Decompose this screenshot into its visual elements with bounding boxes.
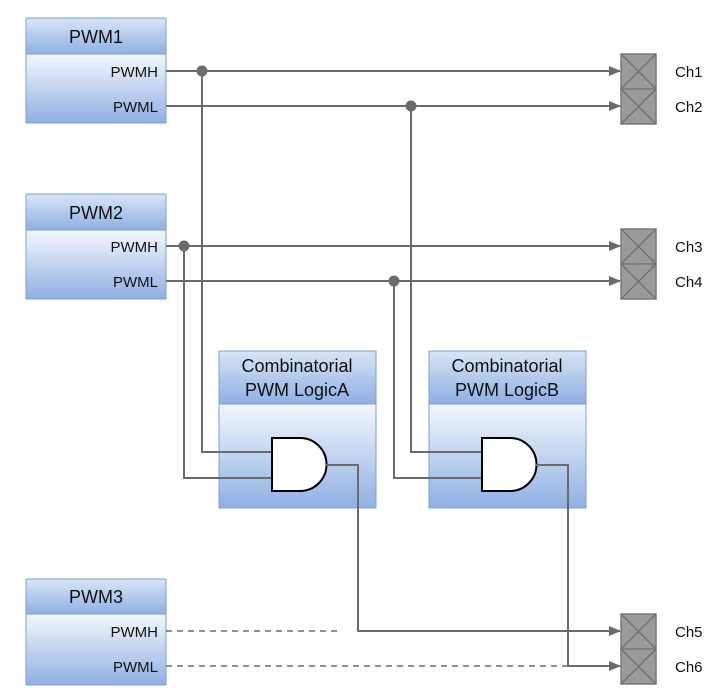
- ch2-label: Ch2: [675, 99, 703, 116]
- pwm2-block: PWM2 PWMH PWML: [25, 193, 167, 300]
- pwm3-pwmh-label: PWMH: [111, 624, 159, 641]
- pin-ch6-icon: [620, 648, 657, 685]
- pwm1-pwmh-label: PWMH: [111, 64, 159, 81]
- ch4-label: Ch4: [675, 274, 703, 291]
- wire-pwm1h-to-logic-a: [201, 71, 272, 453]
- ch3-label: Ch3: [675, 239, 703, 256]
- pwm1-title: PWM1: [69, 27, 123, 47]
- logic-a-title-line1: Combinatorial: [241, 356, 352, 376]
- pwm3-pwml-label: PWML: [113, 659, 158, 676]
- pwm1-block: PWM1 PWMH PWML: [25, 17, 167, 124]
- and-gate-a-icon: [271, 437, 328, 492]
- pwm2-title: PWM2: [69, 203, 123, 223]
- junction-dot: [178, 240, 190, 252]
- wire-logic-b-to-ch6: [536, 464, 621, 671]
- and-gate-b-icon: [481, 437, 538, 492]
- ch5-label: Ch5: [675, 624, 703, 641]
- output-pins: [620, 53, 657, 685]
- pwm2-pwml-label: PWML: [113, 274, 158, 291]
- pin-ch1-icon: [620, 53, 657, 90]
- logic-a-title-line2: PWM LogicA: [245, 380, 349, 400]
- pin-ch3-icon: [620, 228, 657, 265]
- junction-dot: [405, 100, 417, 112]
- junction-dot: [388, 275, 400, 287]
- pin-ch4-icon: [620, 263, 657, 300]
- logic-b-block: Combinatorial PWM LogicB: [428, 350, 587, 509]
- logic-b-title-line1: Combinatorial: [451, 356, 562, 376]
- ch1-label: Ch1: [675, 64, 703, 81]
- wire-pwm2l-to-logic-b: [393, 281, 482, 479]
- pin-ch2-icon: [620, 88, 657, 125]
- pwm2-pwmh-label: PWMH: [111, 239, 159, 256]
- wire-logic-a-to-ch5: [326, 464, 621, 636]
- pin-ch5-icon: [620, 613, 657, 650]
- pwm3-title: PWM3: [69, 587, 123, 607]
- ch6-label: Ch6: [675, 659, 703, 676]
- pwm3-block: PWM3 PWMH PWML: [25, 578, 167, 686]
- wire-pwm1l-to-logic-b: [410, 106, 482, 453]
- junction-dot: [196, 65, 208, 77]
- logic-b-title-line2: PWM LogicB: [455, 380, 559, 400]
- pwm1-pwml-label: PWML: [113, 99, 158, 116]
- wire-pwm2h-to-logic-a: [183, 246, 272, 479]
